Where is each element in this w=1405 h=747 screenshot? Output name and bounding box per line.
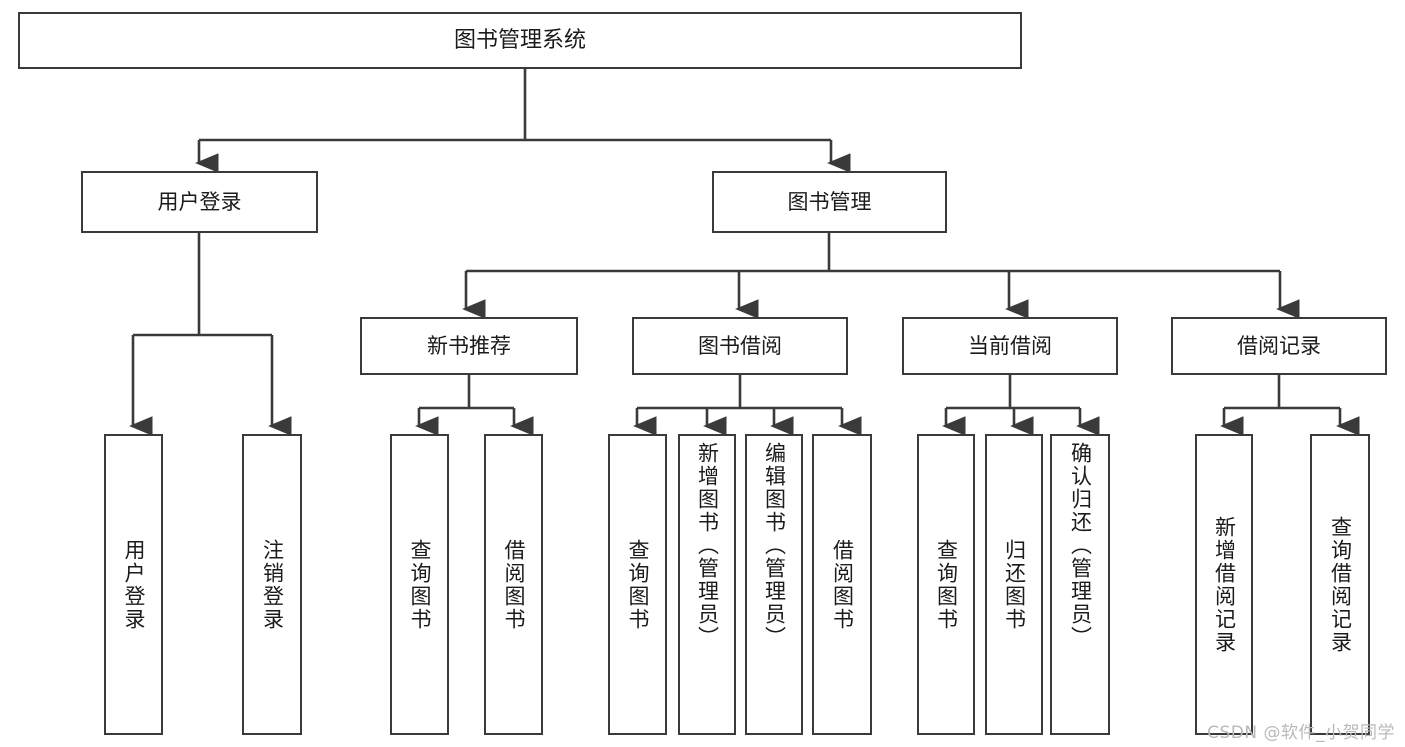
node-book-management[interactable]: 图书管理 — [712, 171, 947, 233]
node-new-book-recommend-label: 新书推荐 — [427, 333, 511, 358]
leaf-query-book-current-label: 查询图书 — [934, 538, 959, 631]
leaf-confirm-return-admin-label: 确认归还（管理员） — [1068, 442, 1093, 649]
node-book-borrow[interactable]: 图书借阅 — [632, 317, 848, 375]
leaf-borrow-book-recommend-label: 借阅图书 — [502, 538, 526, 631]
node-new-book-recommend[interactable]: 新书推荐 — [360, 317, 578, 375]
node-current-borrow-label: 当前借阅 — [968, 333, 1052, 358]
leaf-user-login[interactable]: 用户登录 — [104, 434, 163, 735]
node-book-borrow-label: 图书借阅 — [698, 333, 782, 358]
leaf-query-borrow-record[interactable]: 查询借阅记录 — [1310, 434, 1370, 735]
node-user-login[interactable]: 用户登录 — [81, 171, 318, 233]
leaf-add-borrow-record-label: 新增借阅记录 — [1212, 515, 1237, 654]
leaf-add-book-admin-label: 新增图书（管理员） — [695, 442, 720, 649]
leaf-query-book-recommend-label: 查询图书 — [408, 538, 432, 631]
leaf-logout-login-label: 注销登录 — [260, 538, 285, 631]
leaf-borrow-book-recommend[interactable]: 借阅图书 — [484, 434, 543, 735]
node-book-management-label: 图书管理 — [787, 189, 872, 214]
node-borrow-records[interactable]: 借阅记录 — [1171, 317, 1387, 375]
leaf-logout-login[interactable]: 注销登录 — [242, 434, 302, 735]
node-user-login-label: 用户登录 — [157, 189, 242, 214]
leaf-borrow-book-label: 借阅图书 — [830, 538, 855, 631]
leaf-add-borrow-record[interactable]: 新增借阅记录 — [1195, 434, 1253, 735]
leaf-borrow-book[interactable]: 借阅图书 — [812, 434, 872, 735]
node-borrow-records-label: 借阅记录 — [1237, 333, 1321, 358]
watermark-text: CSDN @软件_小贺同学 — [1207, 723, 1395, 743]
leaf-user-login-label: 用户登录 — [122, 538, 146, 631]
leaf-query-book-current[interactable]: 查询图书 — [917, 434, 975, 735]
leaf-edit-book-admin-label: 编辑图书（管理员） — [762, 442, 787, 649]
leaf-confirm-return-admin[interactable]: 确认归还（管理员） — [1050, 434, 1110, 735]
leaf-return-book-label: 归还图书 — [1002, 538, 1027, 631]
leaf-query-book-borrow-label: 查询图书 — [626, 538, 650, 631]
node-current-borrow[interactable]: 当前借阅 — [902, 317, 1118, 375]
node-root-label: 图书管理系统 — [453, 27, 586, 53]
leaf-query-borrow-record-label: 查询借阅记录 — [1328, 515, 1353, 654]
leaf-edit-book-admin[interactable]: 编辑图书（管理员） — [745, 434, 803, 735]
leaf-return-book[interactable]: 归还图书 — [985, 434, 1043, 735]
node-root[interactable]: 图书管理系统 — [18, 12, 1022, 69]
leaf-query-book-borrow[interactable]: 查询图书 — [608, 434, 667, 735]
leaf-query-book-recommend[interactable]: 查询图书 — [390, 434, 449, 735]
leaf-add-book-admin[interactable]: 新增图书（管理员） — [678, 434, 736, 735]
